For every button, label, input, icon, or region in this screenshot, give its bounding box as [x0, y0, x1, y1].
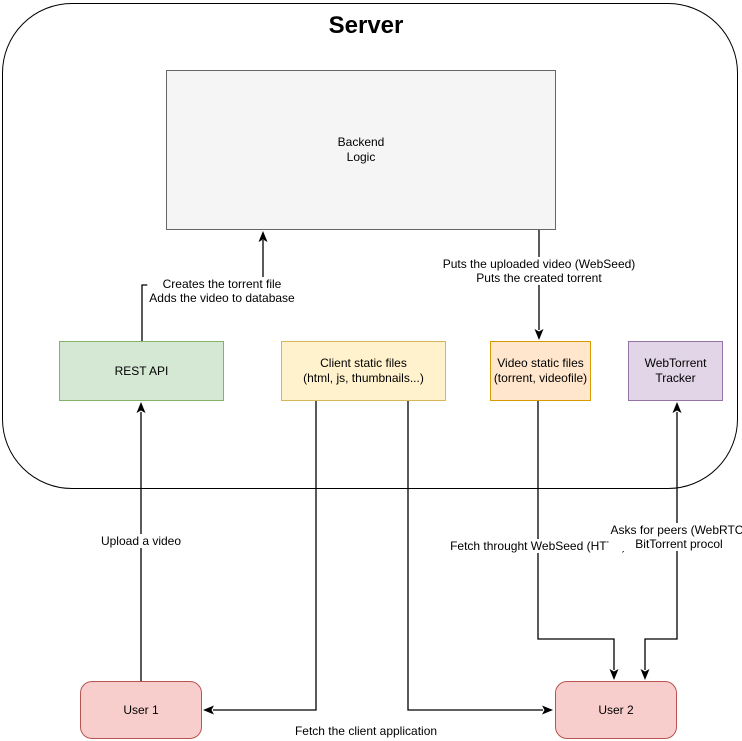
edge-label-upload-video: Upload a video [98, 534, 184, 548]
edge-label-asks-peers: Asks for peers (WebRTC) BitTorrent proco… [608, 523, 742, 551]
node-webtorrent-tracker-label-line1: WebTorrent [644, 356, 707, 370]
node-client-static-files-label-line1: Client static files [320, 356, 407, 370]
node-backend-logic-label-line2: Logic [346, 150, 376, 164]
arrowhead-into-video-static [534, 329, 544, 340]
node-backend-logic-label-line1: Backend [337, 135, 385, 149]
edge-label-creates-torrent: Creates the torrent file Adds the video … [147, 277, 297, 305]
arrowhead-into-rest-api [136, 402, 146, 413]
edge-label-creates-torrent-line1: Creates the torrent file [162, 277, 282, 291]
arrowhead-into-tracker [672, 402, 682, 413]
arrowhead-into-user2-top-webseed [609, 669, 619, 680]
node-webtorrent-tracker: WebTorrent Tracker [628, 341, 723, 401]
node-client-static-files-label-line2: (html, js, thumbnails...) [303, 371, 424, 385]
server-container [2, 3, 738, 489]
node-client-static-files: Client static files (html, js, thumbnail… [281, 341, 446, 401]
edge-label-fetch-client-line1: Fetch the client application [294, 724, 438, 738]
node-backend-logic: Backend Logic [166, 70, 556, 230]
edge-label-fetch-webseed: Fetch throught WebSeed (HTTP) [448, 539, 628, 553]
node-user2: User 2 [555, 681, 677, 739]
arrowhead-into-user1 [203, 705, 214, 715]
edge-label-creates-torrent-line2: Adds the video to database [149, 291, 295, 305]
edge-label-puts-video: Puts the uploaded video (WebSeed) Puts t… [440, 257, 638, 285]
node-webtorrent-tracker-label-line2: Tracker [655, 371, 696, 385]
arrowhead-into-user2-top-peers [640, 669, 650, 680]
edge-label-puts-video-line2: Puts the created torrent [476, 271, 602, 285]
server-title: Server [328, 12, 404, 39]
node-video-static-files: Video static files (torrent, videofile) [490, 341, 591, 401]
arrowhead-into-user2-left [542, 705, 553, 715]
node-rest-api: REST API [59, 341, 224, 401]
arrowhead-into-backend [258, 231, 268, 242]
edge-label-fetch-webseed-line1: Fetch throught WebSeed (HTTP) [450, 539, 626, 553]
edge-label-fetch-client: Fetch the client application [292, 724, 440, 738]
node-video-static-files-label-line1: Video static files [497, 356, 584, 370]
node-user1: User 1 [80, 681, 202, 739]
edge-client-static-to-user2 [407, 401, 543, 711]
edge-label-puts-video-line1: Puts the uploaded video (WebSeed) [442, 257, 636, 271]
node-rest-api-label: REST API [114, 363, 169, 378]
edge-client-static-to-user1 [213, 401, 317, 711]
edge-video-static-to-user2 [537, 401, 615, 670]
node-video-static-files-label-line2: (torrent, videofile) [493, 371, 588, 385]
edge-label-asks-peers-line1: Asks for peers (WebRTC) [610, 523, 742, 537]
edge-label-asks-peers-line2: BitTorrent procol [635, 537, 723, 551]
node-user1-label: User 1 [123, 702, 159, 717]
node-user2-label: User 2 [598, 702, 634, 717]
edge-label-upload-video-line1: Upload a video [100, 534, 182, 548]
